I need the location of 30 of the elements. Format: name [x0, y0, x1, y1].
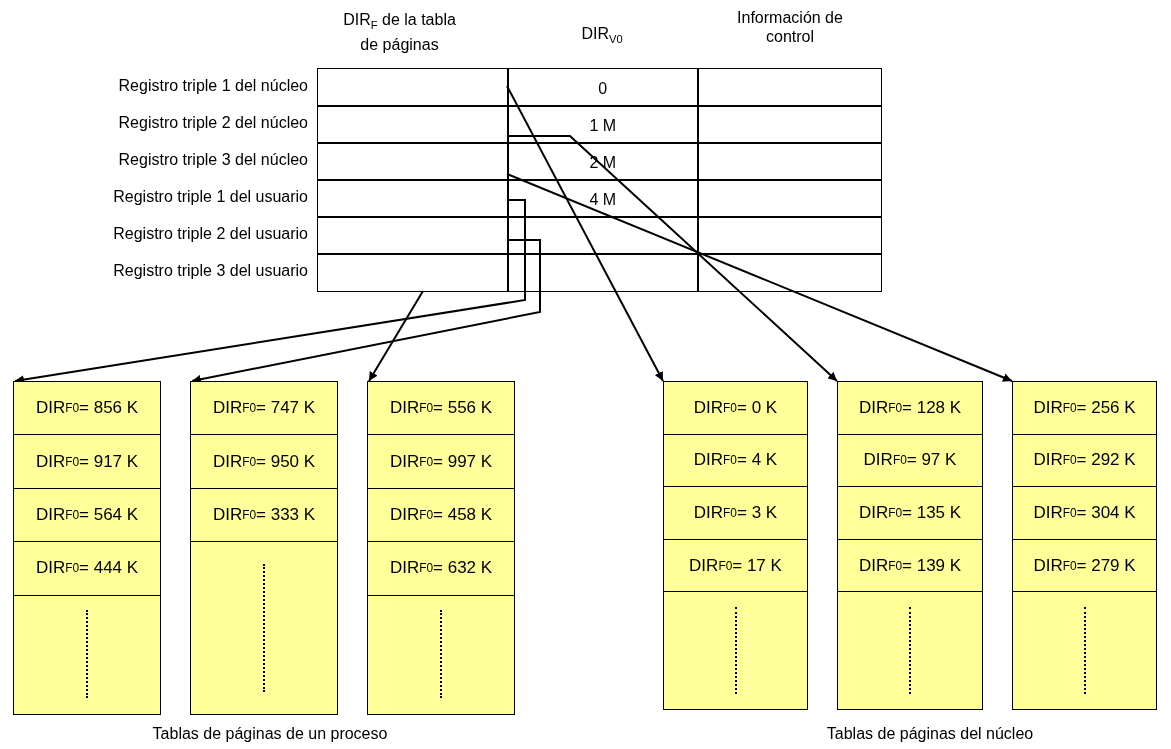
table-cell — [317, 253, 509, 292]
page-table — [190, 381, 338, 715]
row-label: Registro triple 2 del núcleo — [117, 113, 308, 132]
arrow — [506, 135, 838, 382]
table-cell: 1 M — [507, 105, 699, 144]
table-cell — [317, 68, 509, 107]
page-table — [13, 381, 161, 715]
page-table — [663, 381, 808, 710]
row-label: Registro triple 3 del usuario — [112, 261, 308, 280]
page-table — [367, 381, 515, 715]
column-header: DIR$_{V0}$ — [580, 24, 624, 48]
table-cell — [317, 216, 509, 255]
table-cell: 0 — [507, 68, 699, 107]
caption: Tablas de páginas de un proceso — [151, 724, 389, 743]
row-label: Registro triple 2 del usuario — [112, 224, 308, 243]
arrow — [368, 290, 424, 382]
arrow — [506, 85, 664, 382]
table-cell — [317, 179, 509, 218]
column-header: DIR$_{F}$ de la tabla de páginas — [342, 10, 457, 55]
column-header: Información de control — [736, 8, 844, 46]
page-table — [837, 381, 983, 710]
table-cell — [317, 142, 509, 181]
row-label: Registro triple 3 del núcleo — [117, 150, 308, 169]
caption: Tablas de páginas del núcleo — [825, 724, 1035, 743]
table-cell — [317, 105, 509, 144]
table-cell: 4 M — [507, 179, 699, 218]
page-table — [1012, 381, 1157, 710]
row-label: Registro triple 1 del núcleo — [117, 76, 308, 95]
row-label: Registro triple 1 del usuario — [112, 187, 308, 206]
arrow — [506, 173, 1013, 382]
